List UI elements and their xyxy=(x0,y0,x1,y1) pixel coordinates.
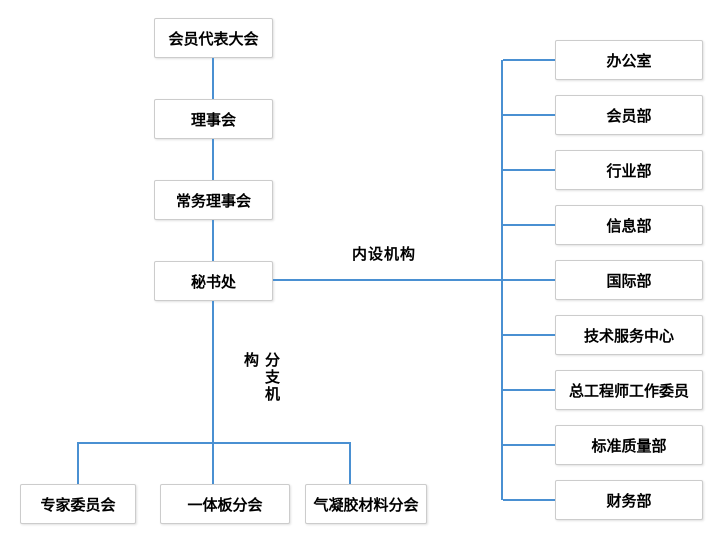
stub-aerogel-materials xyxy=(349,442,351,484)
connector-secretariat-branches xyxy=(212,301,214,444)
node-tech-service-center: 技术服务中心 xyxy=(555,315,703,355)
branch-bar-line xyxy=(77,442,351,444)
node-expert-committee: 专家委员会 xyxy=(20,484,136,524)
node-information-dept: 信息部 xyxy=(555,205,703,245)
stub-finance-dept xyxy=(503,499,555,501)
internal-trunk-line xyxy=(501,60,503,500)
node-finance-dept: 财务部 xyxy=(555,480,703,520)
connector-standing-secretariat xyxy=(212,220,214,261)
stub-information-dept xyxy=(503,224,555,226)
connector-secretariat-internal xyxy=(273,279,555,281)
stub-integrated-panel xyxy=(212,442,214,484)
internal-orgs-label: 内设机构 xyxy=(352,246,417,263)
node-standards-quality-dept: 标准质量部 xyxy=(555,425,703,465)
node-international-dept: 国际部 xyxy=(555,260,703,300)
stub-membership-dept xyxy=(503,114,555,116)
node-integrated-panel-branch: 一体板分会 xyxy=(160,484,290,524)
stub-tech-service-center xyxy=(503,334,555,336)
connector-board-standing xyxy=(212,139,214,180)
node-chief-engineer-committee: 总工程师工作委员 xyxy=(555,370,703,410)
node-secretariat: 秘书处 xyxy=(154,261,273,301)
branch-orgs-label: 分支机构 xyxy=(242,352,280,403)
node-aerogel-materials-branch: 气凝胶材料分会 xyxy=(305,484,427,524)
node-board-of-directors: 理事会 xyxy=(154,99,273,139)
node-membership-dept: 会员部 xyxy=(555,95,703,135)
stub-expert-committee xyxy=(77,442,79,484)
node-member-congress: 会员代表大会 xyxy=(154,18,273,58)
stub-industry-dept xyxy=(503,169,555,171)
node-standing-council: 常务理事会 xyxy=(154,180,273,220)
stub-office xyxy=(503,59,555,61)
stub-chief-engineer-committee xyxy=(503,389,555,391)
node-office: 办公室 xyxy=(555,40,703,80)
stub-standards-quality-dept xyxy=(503,444,555,446)
connector-congress-board xyxy=(212,58,214,99)
node-industry-dept: 行业部 xyxy=(555,150,703,190)
